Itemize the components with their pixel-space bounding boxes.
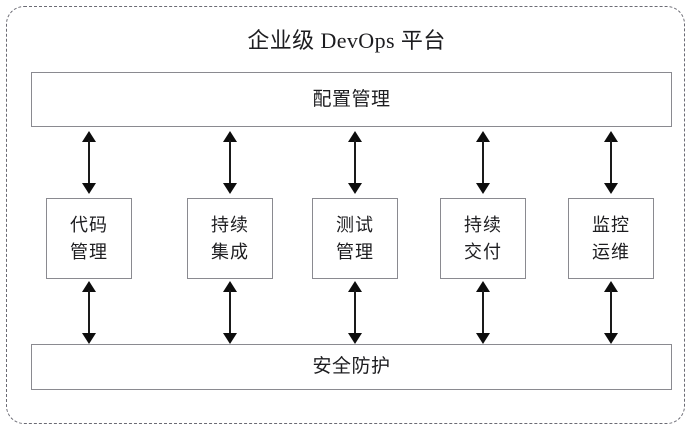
arrow-head-up-icon <box>223 281 237 292</box>
arrow-head-up-icon <box>223 131 237 142</box>
arrow-head-down-icon <box>223 333 237 344</box>
capability-label-line1: 监控 <box>592 214 630 235</box>
connector-test-management-to-security <box>346 281 364 344</box>
arrow-head-down-icon <box>476 183 490 194</box>
capability-label-line1: 持续 <box>211 214 249 235</box>
connector-code-management-to-security <box>80 281 98 344</box>
layer-label-configuration-management: 配置管理 <box>312 88 391 110</box>
connector-config-to-code-management <box>80 131 98 194</box>
arrow-stem <box>88 290 90 335</box>
arrow-stem <box>229 290 231 335</box>
connector-config-to-continuous-integration <box>221 131 239 194</box>
arrow-stem <box>610 140 612 185</box>
layer-box-configuration-management[interactable]: 配置管理 <box>31 72 672 127</box>
arrow-head-down-icon <box>348 183 362 194</box>
capability-label-line2: 交付 <box>464 241 502 262</box>
platform-boundary <box>6 6 685 424</box>
connector-monitoring-operations-to-security <box>602 281 620 344</box>
arrow-stem <box>482 290 484 335</box>
arrow-stem <box>354 290 356 335</box>
arrow-head-down-icon <box>604 183 618 194</box>
arrow-head-up-icon <box>348 281 362 292</box>
arrow-head-up-icon <box>476 131 490 142</box>
capability-box-code-management[interactable]: 代码 管理 <box>46 198 132 279</box>
arrow-head-up-icon <box>82 131 96 142</box>
capability-label-line2: 集成 <box>211 241 249 262</box>
connector-config-to-monitoring-operations <box>602 131 620 194</box>
capability-box-monitoring-operations[interactable]: 监控 运维 <box>568 198 654 279</box>
arrow-stem <box>482 140 484 185</box>
arrow-head-down-icon <box>348 333 362 344</box>
arrow-head-up-icon <box>604 131 618 142</box>
arrow-stem <box>229 140 231 185</box>
connector-continuous-delivery-to-security <box>474 281 492 344</box>
capability-label-line2: 管理 <box>70 241 108 262</box>
arrow-head-down-icon <box>476 333 490 344</box>
capability-box-continuous-delivery[interactable]: 持续 交付 <box>440 198 526 279</box>
page-title: 企业级 DevOps 平台 <box>247 28 446 53</box>
capability-box-test-management[interactable]: 测试 管理 <box>312 198 398 279</box>
arrow-stem <box>610 290 612 335</box>
arrow-head-up-icon <box>476 281 490 292</box>
connector-config-to-test-management <box>346 131 364 194</box>
layer-box-security-protection[interactable]: 安全防护 <box>31 344 672 390</box>
arrow-head-up-icon <box>82 281 96 292</box>
capability-box-continuous-integration[interactable]: 持续 集成 <box>187 198 273 279</box>
connector-config-to-continuous-delivery <box>474 131 492 194</box>
capability-label-line1: 持续 <box>464 214 502 235</box>
capability-label-line2: 运维 <box>592 241 630 262</box>
arrow-head-down-icon <box>82 333 96 344</box>
arrow-stem <box>88 140 90 185</box>
capability-label-line2: 管理 <box>336 241 374 262</box>
capability-label-line1: 测试 <box>336 214 374 235</box>
arrow-head-up-icon <box>348 131 362 142</box>
arrow-head-down-icon <box>82 183 96 194</box>
arrow-head-up-icon <box>604 281 618 292</box>
capability-label-line1: 代码 <box>70 214 108 235</box>
arrow-head-down-icon <box>223 183 237 194</box>
layer-label-security-protection: 安全防护 <box>312 356 391 377</box>
connector-continuous-integration-to-security <box>221 281 239 344</box>
arrow-stem <box>354 140 356 185</box>
arrow-head-down-icon <box>604 333 618 344</box>
